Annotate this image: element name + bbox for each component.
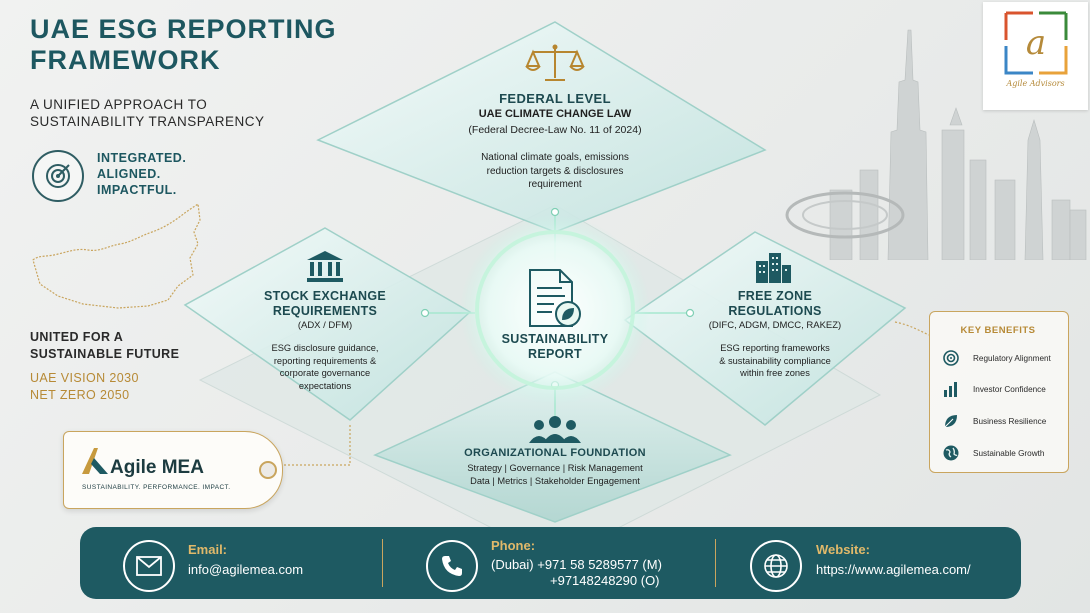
free-desc-line: ESG reporting frameworks [720, 343, 830, 353]
free-title-line: REGULATIONS [728, 304, 822, 318]
scales-of-justice-icon [525, 44, 585, 81]
phone-office-link[interactable]: +97148248290 (O) [550, 573, 660, 588]
title-line-2: FRAMEWORK [30, 45, 221, 75]
page-title: UAE ESG REPORTING FRAMEWORK [30, 14, 337, 76]
target-icon [32, 150, 84, 202]
federal-desc-line: National climate goals, emissions [481, 152, 629, 163]
leaf-icon [941, 411, 961, 431]
report-document-icon [529, 269, 581, 327]
free-desc-line: within free zones [740, 368, 810, 378]
vision-goals: UAE VISION 2030 NET ZERO 2050 [30, 370, 139, 404]
office-buildings-icon [756, 253, 791, 283]
freezone-panel [623, 231, 907, 426]
free-zone-description: ESG reporting frameworks & sustainabilit… [690, 342, 860, 380]
benefit-label: Sustainable Growth [973, 448, 1045, 458]
agile-advisors-name: Agile Advisors [1006, 79, 1065, 88]
federal-desc-line: requirement [528, 179, 582, 190]
agile-mea-logo-icon [82, 448, 108, 474]
benefit-label: Regulatory Alignment [973, 353, 1051, 363]
tagline-line: INTEGRATED. [97, 151, 187, 165]
org-foundation-description: Strategy | Governance | Risk Management … [440, 462, 670, 487]
agile-advisors-logo [983, 2, 1088, 110]
uae-map-icon [32, 202, 201, 309]
website-link[interactable]: https://www.agilemea.com/ [816, 562, 971, 577]
contact-footer [80, 527, 1021, 599]
footer-divider [382, 539, 383, 587]
free-title-line: FREE ZONE [737, 289, 813, 303]
stock-panel [183, 227, 472, 421]
email-link[interactable]: info@agilemea.com [188, 562, 304, 577]
net-zero-2050: NET ZERO 2050 [30, 388, 130, 402]
agile-advisors-mark-icon: a [1004, 11, 1068, 75]
benefit-label: Investor Confidence [973, 384, 1046, 394]
stock-desc-line: corporate governance [279, 368, 371, 378]
benefit-item: Investor Confidence [941, 379, 1046, 399]
federal-description: National climate goals, emissions reduct… [445, 151, 665, 192]
agile-mea-card [63, 431, 283, 509]
benefit-item: Business Resilience [941, 411, 1046, 431]
tagline-line: IMPACTFUL. [97, 183, 177, 197]
people-group-icon [529, 416, 581, 443]
stock-desc-line: expectations [298, 380, 352, 391]
tag-hole [259, 461, 277, 479]
phone-icon [426, 540, 478, 592]
org-desc-line: Data | Metrics | Stakeholder Engagement [470, 475, 640, 486]
benefit-label: Business Resilience [973, 416, 1047, 426]
stock-desc-line: ESG disclosure guidance, [271, 343, 379, 353]
phone-label: Phone: [491, 538, 536, 553]
free-zone-title: FREE ZONE REGULATIONS [680, 289, 870, 319]
email-icon [123, 540, 175, 592]
federal-desc-line: reduction targets & disclosures [486, 165, 624, 177]
tagline-line: ALIGNED. [97, 167, 161, 181]
email-label: Email: [188, 542, 228, 557]
bar-chart-icon [941, 379, 961, 399]
stock-exchange-description: ESG disclosure guidance, reporting requi… [240, 342, 410, 392]
tagline: INTEGRATED. ALIGNED. IMPACTFUL. [97, 150, 186, 198]
page-subtitle: A UNIFIED APPROACH TO SUSTAINABILITY TRA… [30, 97, 265, 129]
agile-mea-slogan: SUSTAINABILITY. PERFORMANCE. IMPACT. [82, 484, 231, 491]
benefit-item: Regulatory Alignment [941, 348, 1051, 368]
globe-icon [750, 540, 802, 592]
phone-mobile-link[interactable]: (Dubai) +971 58 5289577 (M) [491, 557, 662, 572]
globe-icon [941, 443, 961, 463]
org-panel [373, 371, 732, 523]
target-icon [941, 348, 961, 368]
agile-mea-name: Agile MEA [110, 457, 204, 478]
vision-2030: UAE VISION 2030 [30, 371, 139, 385]
federal-title: FEDERAL LEVEL [499, 91, 611, 106]
org-foundation-title: ORGANIZATIONAL FOUNDATION [464, 447, 646, 459]
center-title-line: REPORT [528, 347, 582, 361]
title-line-1: UAE ESG REPORTING [30, 14, 337, 44]
free-desc-line: & sustainability compliance [719, 355, 831, 366]
stock-exchange-sub: (ADX / DFM) [297, 320, 353, 331]
bank-building-icon [307, 251, 343, 282]
stock-exchange-title: STOCK EXCHANGE REQUIREMENTS [230, 289, 420, 319]
website-label: Website: [816, 542, 870, 557]
benefit-item: Sustainable Growth [941, 443, 1044, 463]
stock-title-line: STOCK EXCHANGE [263, 289, 387, 303]
sustainability-report-title: SUSTAINABILITY REPORT [480, 332, 630, 362]
federal-reference: (Federal Decree-Law No. 11 of 2024) [468, 124, 642, 136]
org-desc-line: Strategy | Governance | Risk Management [467, 463, 643, 473]
svg-text:a: a [1026, 23, 1046, 63]
united-statement: UNITED FOR A SUSTAINABLE FUTURE [30, 330, 180, 361]
dubai-skyline-illustration [785, 29, 1087, 260]
stock-title-line: REQUIREMENTS [272, 304, 378, 318]
stock-desc-line: reporting requirements & [273, 355, 377, 366]
center-title-line: SUSTAINABILITY [501, 332, 609, 346]
free-zone-sub: (DIFC, ADGM, DMCC, RAKEZ) [708, 320, 842, 331]
key-benefits-title: KEY BENEFITS [960, 325, 1036, 336]
federal-subtitle: UAE CLIMATE CHANGE LAW [478, 108, 632, 120]
footer-divider [715, 539, 716, 587]
